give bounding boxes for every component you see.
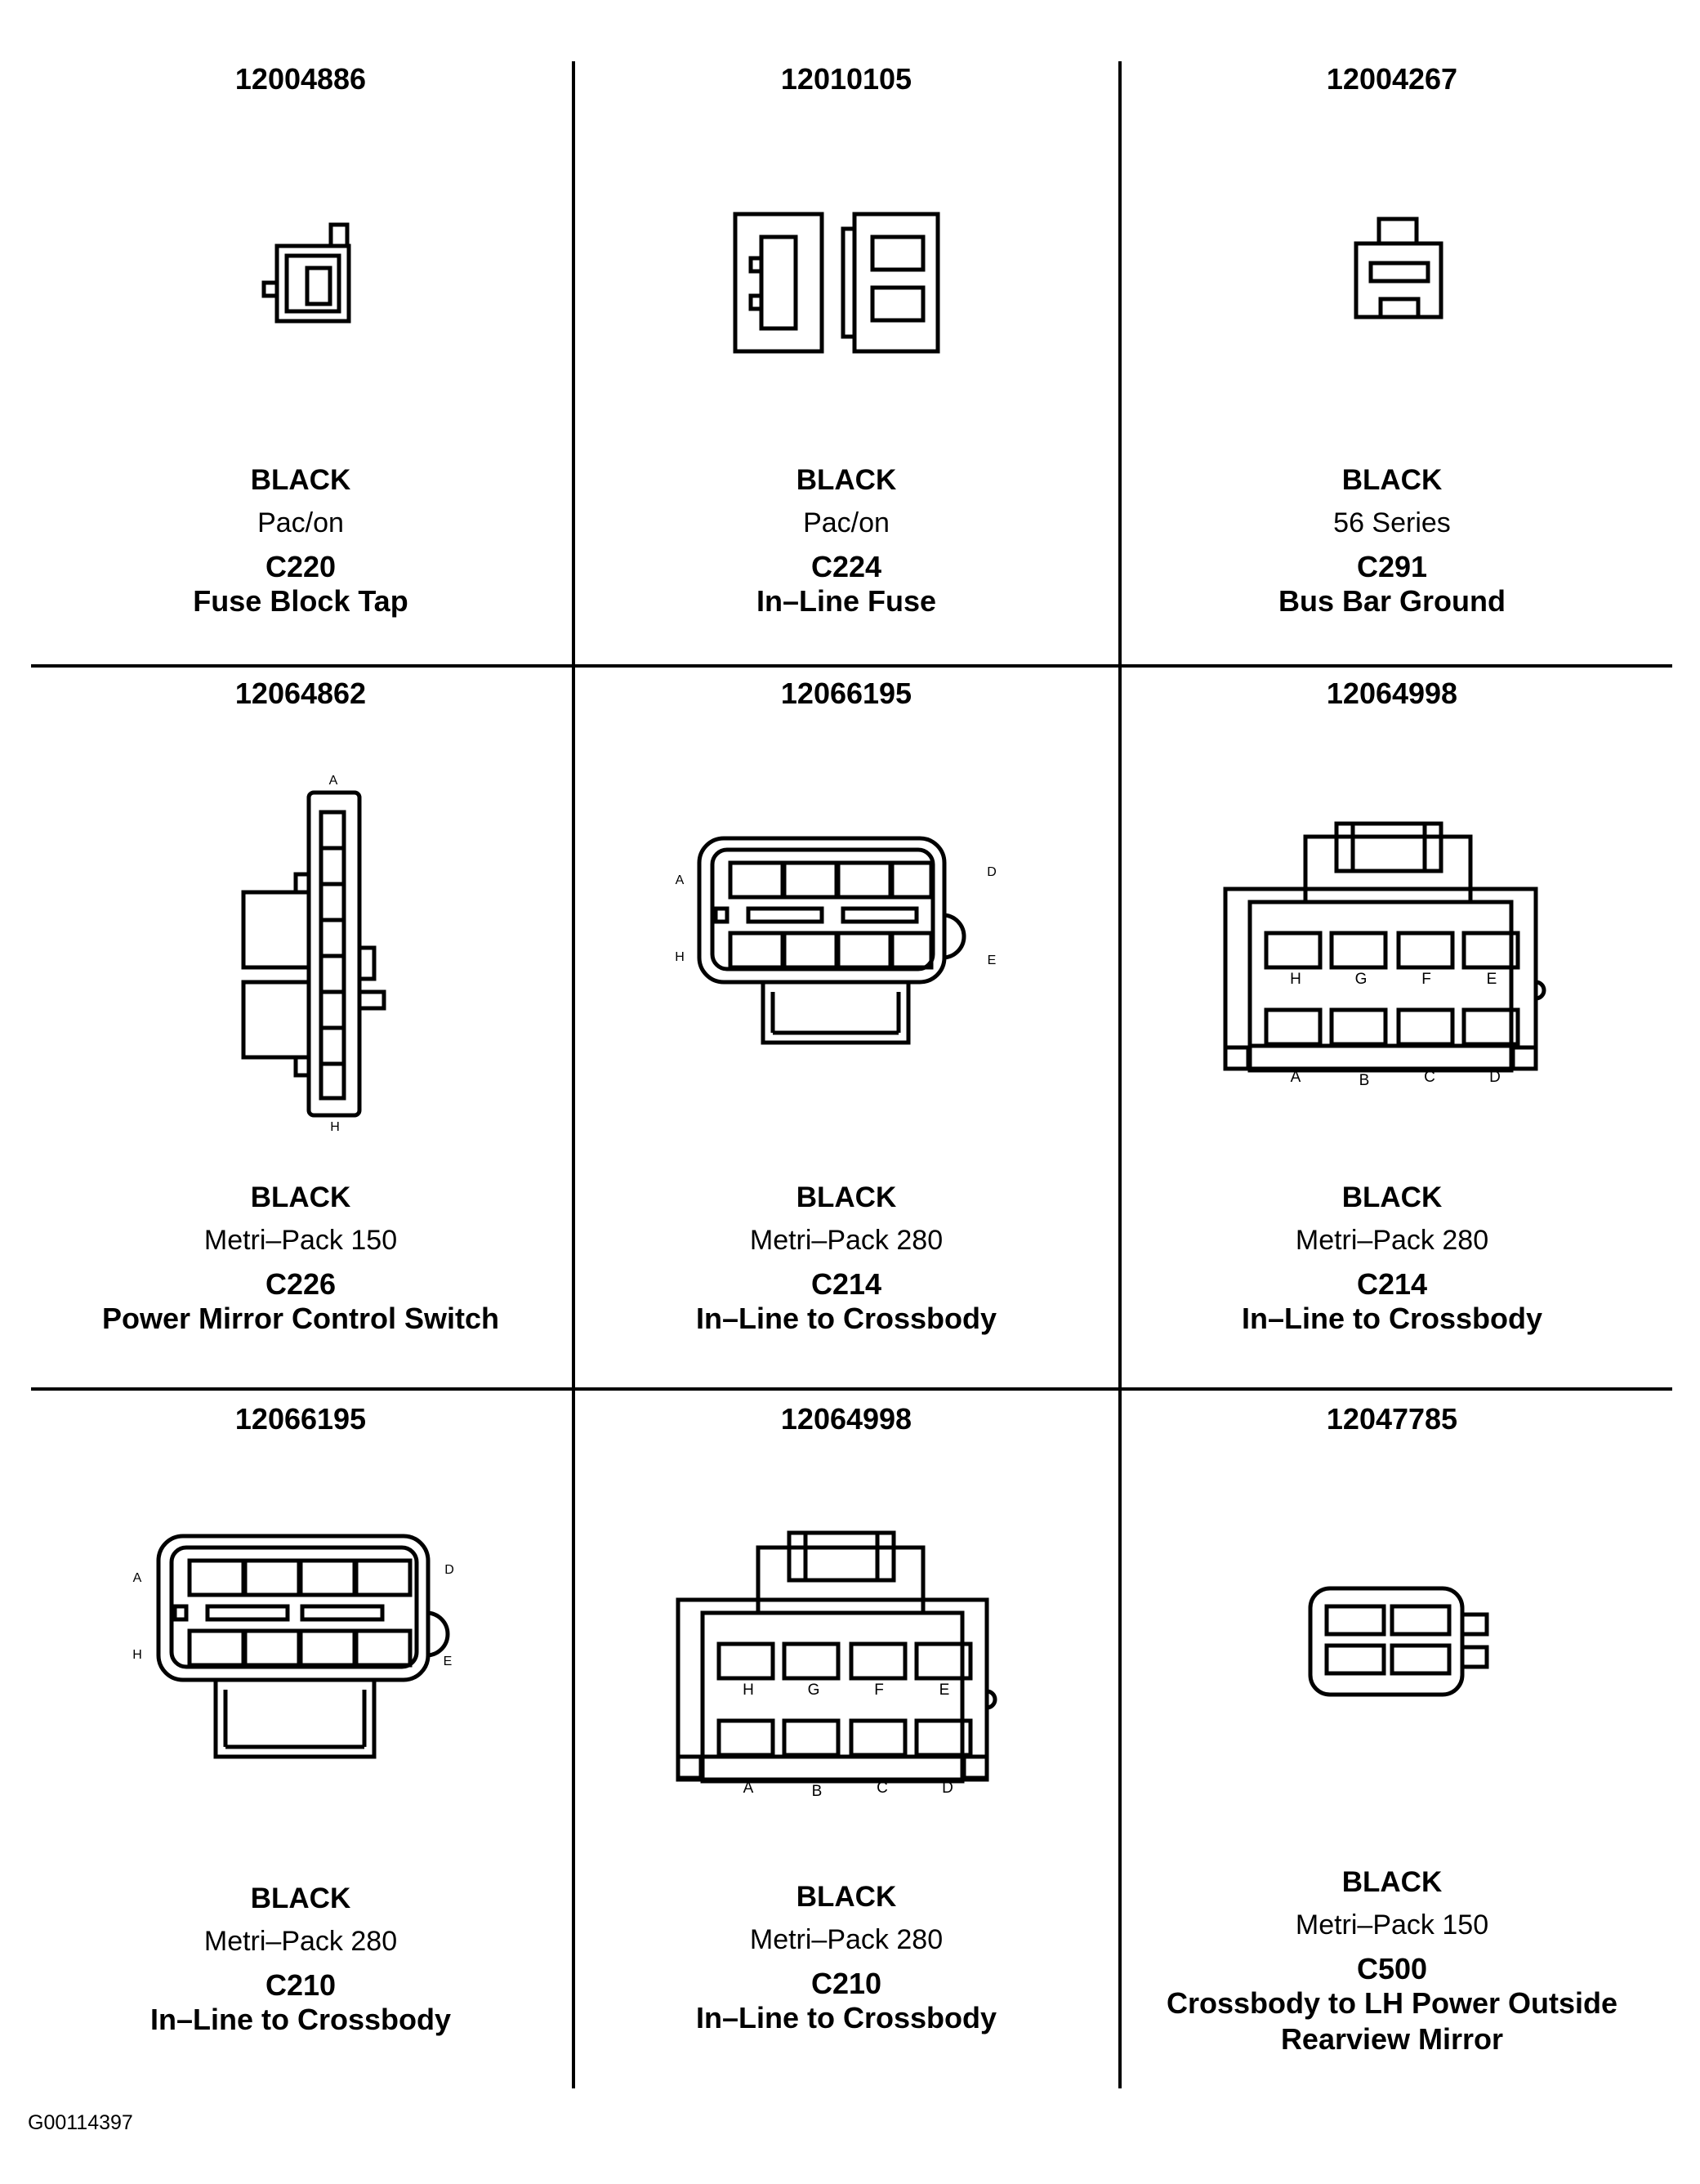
- connector-id: C291: [1356, 550, 1428, 583]
- crossbody-mirror-connector-drawing: [1308, 1586, 1489, 1697]
- connector-color: BLACK: [1341, 464, 1443, 496]
- connector-id: C214: [1356, 1267, 1428, 1301]
- connector-id: C214: [810, 1267, 882, 1301]
- part-number: 12066195: [780, 677, 912, 710]
- connector-color: BLACK: [250, 1883, 351, 1914]
- in-line-crossbody-8way-connector-drawing: A D H E: [675, 836, 997, 1045]
- part-number: 12047785: [1326, 1402, 1458, 1436]
- connector-description: Power Mirror Control Switch: [101, 1302, 500, 1335]
- connector-description: In–Line Fuse: [756, 584, 937, 618]
- in-line-crossbody-8way-connector-drawing: A D H E: [132, 1534, 454, 1759]
- in-line-fuse-connector-drawing: [733, 212, 940, 354]
- connector-series: Metri–Pack 280: [749, 1924, 944, 1955]
- connector-color: BLACK: [1341, 1181, 1443, 1213]
- connector-description: In–Line to Crossbody: [695, 1302, 997, 1335]
- connector-series: Metri–Pack 280: [749, 1225, 944, 1256]
- pin-label: E: [1487, 971, 1497, 988]
- part-number: 12064998: [780, 1402, 912, 1436]
- pin-label: A: [1291, 1069, 1301, 1086]
- pin-label: H: [675, 950, 685, 964]
- pin-label: E: [939, 1682, 950, 1699]
- pin-label: C: [877, 1780, 888, 1797]
- connector-cell-2: 12010105 BLACK Pac/on C224 In–Line Fuse: [577, 62, 1116, 662]
- pin-label: B: [812, 1783, 823, 1800]
- connector-cell-5: 12066195 A D H E BLACK Metri–Pa: [577, 677, 1116, 1382]
- pin-label: C: [1424, 1069, 1435, 1086]
- connector-description: In–Line to Crossbody: [695, 2001, 997, 2034]
- connector-id: C210: [810, 1967, 882, 2000]
- connector-series: Metri–Pack 280: [1295, 1225, 1489, 1256]
- pin-label: H: [132, 1648, 142, 1662]
- power-mirror-switch-connector-drawing: A H: [241, 774, 386, 1134]
- part-number: 12064862: [234, 677, 367, 710]
- connector-series: Pac/on: [803, 507, 890, 538]
- connector-cell-7: 12066195 A D H E BLACK Metri–Pa: [31, 1402, 570, 2092]
- connector-id: C220: [265, 550, 337, 583]
- connector-series: Metri–Pack 150: [1295, 1909, 1489, 1941]
- connector-description: Crossbody to LH Power Outside: [1166, 1986, 1618, 2020]
- pin-label: D: [1489, 1069, 1501, 1086]
- connector-description: Fuse Block Tap: [193, 584, 408, 618]
- pin-label: D: [942, 1780, 953, 1797]
- part-number: 12004886: [234, 62, 367, 96]
- pin-label: D: [987, 865, 997, 879]
- connector-color: BLACK: [796, 1881, 897, 1913]
- connector-cell-4: 12064862 A H BLACK Metri–Pack 150 C226 P…: [31, 677, 570, 1382]
- connector-cell-8: 12064998 H G F E A B C D: [577, 1402, 1116, 2092]
- connector-color: BLACK: [250, 1181, 351, 1213]
- connector-series: Metri–Pack 150: [203, 1225, 398, 1256]
- pin-label: G: [1355, 971, 1368, 988]
- connector-cell-3: 12004267 BLACK 56 Series C291 Bus Bar Gr…: [1122, 62, 1662, 662]
- connector-cell-9: 12047785 BLACK Metri–Pack 150 C500 Cross…: [1122, 1402, 1662, 2092]
- connector-cell-1: 12004886 BLACK Pac/on C220 Fuse Block Ta…: [31, 62, 570, 662]
- pin-label: F: [1421, 971, 1431, 988]
- pin-label: H: [1290, 971, 1301, 988]
- connector-description: In–Line to Crossbody: [1241, 1302, 1543, 1335]
- pin-label: A: [329, 774, 338, 788]
- connector-color: BLACK: [796, 1181, 897, 1213]
- part-number: 12004267: [1326, 62, 1458, 96]
- pin-label: H: [743, 1682, 754, 1699]
- connector-color: BLACK: [796, 464, 897, 496]
- connector-id: C500: [1356, 1952, 1428, 1985]
- pin-label: H: [330, 1120, 340, 1134]
- connector-series: Metri–Pack 280: [203, 1926, 398, 1957]
- connector-color: BLACK: [1341, 1866, 1443, 1898]
- pin-label: D: [444, 1563, 454, 1577]
- pin-label: A: [133, 1571, 142, 1585]
- pin-label: E: [444, 1655, 453, 1668]
- connector-series: Pac/on: [257, 507, 344, 538]
- pin-label: B: [1359, 1072, 1370, 1089]
- pin-label: F: [874, 1682, 884, 1699]
- pin-label: E: [988, 954, 997, 967]
- connector-description-line2: Rearview Mirror: [1280, 2022, 1504, 2056]
- connector-description: Bus Bar Ground: [1278, 584, 1506, 618]
- connector-series: 56 Series: [1333, 507, 1451, 538]
- in-line-crossbody-housing-connector-drawing: H G F E A B C D: [676, 1530, 997, 1800]
- part-number: 12064998: [1326, 677, 1458, 710]
- figure-id: G00114397: [28, 2111, 133, 2134]
- pin-label: A: [743, 1780, 754, 1797]
- pin-label: A: [676, 873, 685, 887]
- connector-id: C224: [810, 550, 882, 583]
- fuse-block-tap-connector-drawing: [261, 222, 351, 324]
- in-line-crossbody-housing-connector-drawing: H G F E A B C D: [1223, 821, 1546, 1089]
- connector-color: BLACK: [250, 464, 351, 496]
- part-number: 12010105: [780, 62, 912, 96]
- connector-cell-6: 12064998 H G F E A B C D: [1122, 677, 1662, 1382]
- connector-id: C226: [265, 1267, 337, 1301]
- connector-id: C210: [265, 1968, 337, 2002]
- part-number: 12066195: [234, 1402, 367, 1436]
- connector-description: In–Line to Crossbody: [149, 2003, 452, 2036]
- pin-label: G: [808, 1682, 820, 1699]
- bus-bar-ground-connector-drawing: [1354, 217, 1443, 319]
